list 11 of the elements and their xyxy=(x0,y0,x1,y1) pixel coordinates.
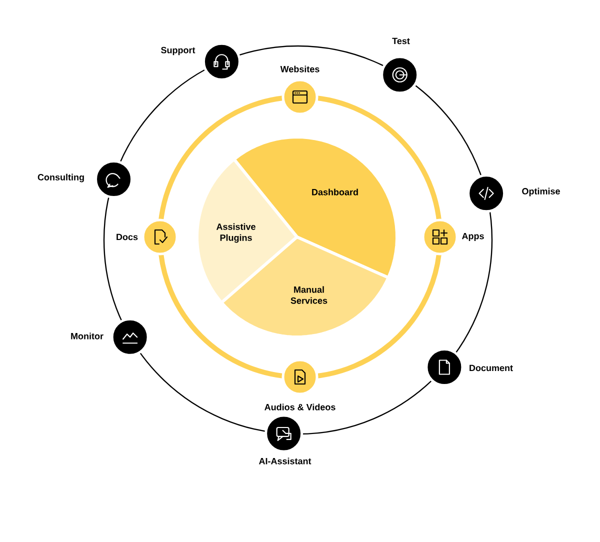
icon-label: Audios & Videos xyxy=(264,404,336,410)
icon-label: Optimise xyxy=(522,188,560,196)
icon-label: Monitor xyxy=(71,332,104,340)
icon-label: Apps xyxy=(462,232,484,242)
icon-label: Document xyxy=(470,364,513,372)
icon-label: Docs xyxy=(116,234,138,240)
icon-label: Websites xyxy=(280,66,320,72)
icon-label: Test xyxy=(392,38,410,44)
icon-label: Consulting xyxy=(38,174,84,182)
icon-label: AI-Assistant xyxy=(258,458,312,464)
icon-label: Support xyxy=(161,46,196,56)
